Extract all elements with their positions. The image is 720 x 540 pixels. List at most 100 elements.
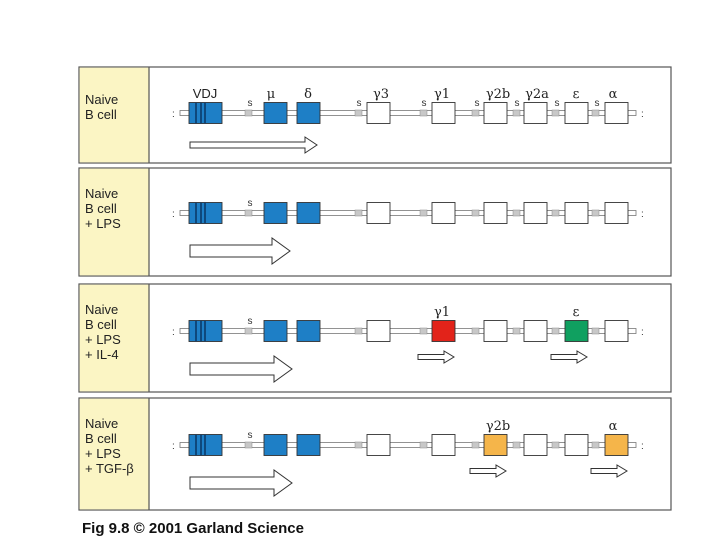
switch-region-mu (244, 209, 253, 217)
condition-label-line: Naive (85, 416, 118, 431)
gene-segment-g2a (523, 320, 548, 342)
gene-segment-eps (564, 434, 589, 456)
transcription-arrow-2 (469, 464, 507, 478)
switch-region-eps (551, 109, 560, 117)
condition-label-line: Naive (85, 92, 118, 107)
condition-label-line: + LPS (85, 216, 121, 231)
switch-region-g3 (354, 209, 363, 217)
transcription-arrow-1 (189, 469, 293, 497)
gene-segment-g1 (431, 434, 456, 456)
switch-region-alpha (591, 209, 600, 217)
locus-dots-left: : (172, 327, 175, 338)
gene-label-alpha: α (609, 419, 618, 434)
gene-segment-eps (564, 102, 589, 124)
switch-region-mu (244, 441, 253, 449)
locus-dots-left: : (172, 441, 175, 452)
gene-label-eps: ε (573, 87, 580, 102)
gene-segment-alpha (604, 202, 629, 224)
locus-dots-right: : (641, 327, 644, 338)
gene-segment-g2a (523, 434, 548, 456)
gene-segment-mu (263, 434, 288, 456)
chromosome-line (179, 328, 637, 334)
condition-label-bg (79, 67, 150, 163)
switch-region-g2a (512, 441, 521, 449)
switch-region-g2a (512, 109, 521, 117)
switch-region-mu (244, 327, 253, 335)
gene-segment-g2a (523, 202, 548, 224)
locus-dots-right: : (641, 109, 644, 120)
gene-segment-g2b (483, 434, 508, 456)
condition-label-line: + LPS (85, 446, 121, 461)
switch-label-eps: s (555, 98, 560, 109)
switch-label-mu: s (248, 316, 253, 327)
switch-region-g2b (471, 327, 480, 335)
switch-region-alpha (591, 441, 600, 449)
chromosome-line (179, 210, 637, 216)
switch-region-g2b (471, 109, 480, 117)
condition-label-bg (79, 284, 150, 392)
switch-region-g1 (419, 327, 428, 335)
transcription-arrow-2 (417, 350, 455, 364)
figure-caption: Fig 9.8 © 2001 Garland Science (82, 520, 304, 537)
switch-label-g2b: s (475, 98, 480, 109)
switch-label-alpha: s (595, 98, 600, 109)
condition-label-line: + IL-4 (85, 347, 119, 362)
condition-label-bg (79, 168, 150, 276)
gene-segment-alpha (604, 102, 629, 124)
gene-segment-delta (296, 102, 321, 124)
condition-label-line: B cell (85, 107, 117, 122)
switch-region-mu (244, 109, 253, 117)
switch-region-g2b (471, 209, 480, 217)
gene-label-eps: ε (573, 305, 580, 320)
gene-segment-eps (564, 202, 589, 224)
gene-segment-g2b (483, 102, 508, 124)
chromosome-line (179, 442, 637, 448)
gene-segment-alpha (604, 320, 629, 342)
gene-label-g1: γ1 (434, 87, 450, 102)
condition-label-line: Naive (85, 186, 118, 201)
locus-dots-right: : (641, 209, 644, 220)
gene-label-vdj: VDJ (193, 86, 218, 101)
gene-segment-g3 (366, 202, 391, 224)
condition-label-line: + TGF-β (85, 461, 134, 476)
gene-segment-g2b (483, 320, 508, 342)
transcription-arrow-1 (189, 237, 291, 265)
gene-segment-mu (263, 102, 288, 124)
gene-label-g2b: γ2b (486, 419, 510, 434)
gene-label-mu: μ (267, 87, 275, 102)
condition-label-line: B cell (85, 317, 117, 332)
gene-segment-g1 (431, 102, 456, 124)
gene-segment-g1 (431, 202, 456, 224)
switch-label-g1: s (422, 98, 427, 109)
switch-region-g2a (512, 327, 521, 335)
locus-dots-right: : (641, 441, 644, 452)
gene-segment-delta (296, 320, 321, 342)
condition-label-line: Naive (85, 302, 118, 317)
gene-segment-g2b (483, 202, 508, 224)
locus-dots-left: : (172, 209, 175, 220)
condition-label-bg (79, 398, 150, 510)
switch-region-g3 (354, 109, 363, 117)
gene-segment-mu (263, 202, 288, 224)
locus-dots-left: : (172, 109, 175, 120)
transcription-arrow-1 (189, 136, 318, 154)
switch-region-eps (551, 327, 560, 335)
gene-label-delta: δ (304, 87, 312, 102)
switch-region-g2a (512, 209, 521, 217)
gene-label-g2a: γ2a (525, 87, 549, 102)
switch-region-g1 (419, 441, 428, 449)
switch-region-alpha (591, 327, 600, 335)
switch-label-g3: s (357, 98, 362, 109)
condition-label-line: + LPS (85, 332, 121, 347)
switch-region-g3 (354, 327, 363, 335)
transcription-arrow-3 (590, 464, 628, 478)
switch-label-mu: s (248, 98, 253, 109)
gene-segment-delta (296, 202, 321, 224)
gene-label-alpha: α (609, 87, 618, 102)
transcription-arrow-3 (550, 350, 588, 364)
switch-region-g1 (419, 209, 428, 217)
transcription-arrow-1 (189, 355, 293, 383)
